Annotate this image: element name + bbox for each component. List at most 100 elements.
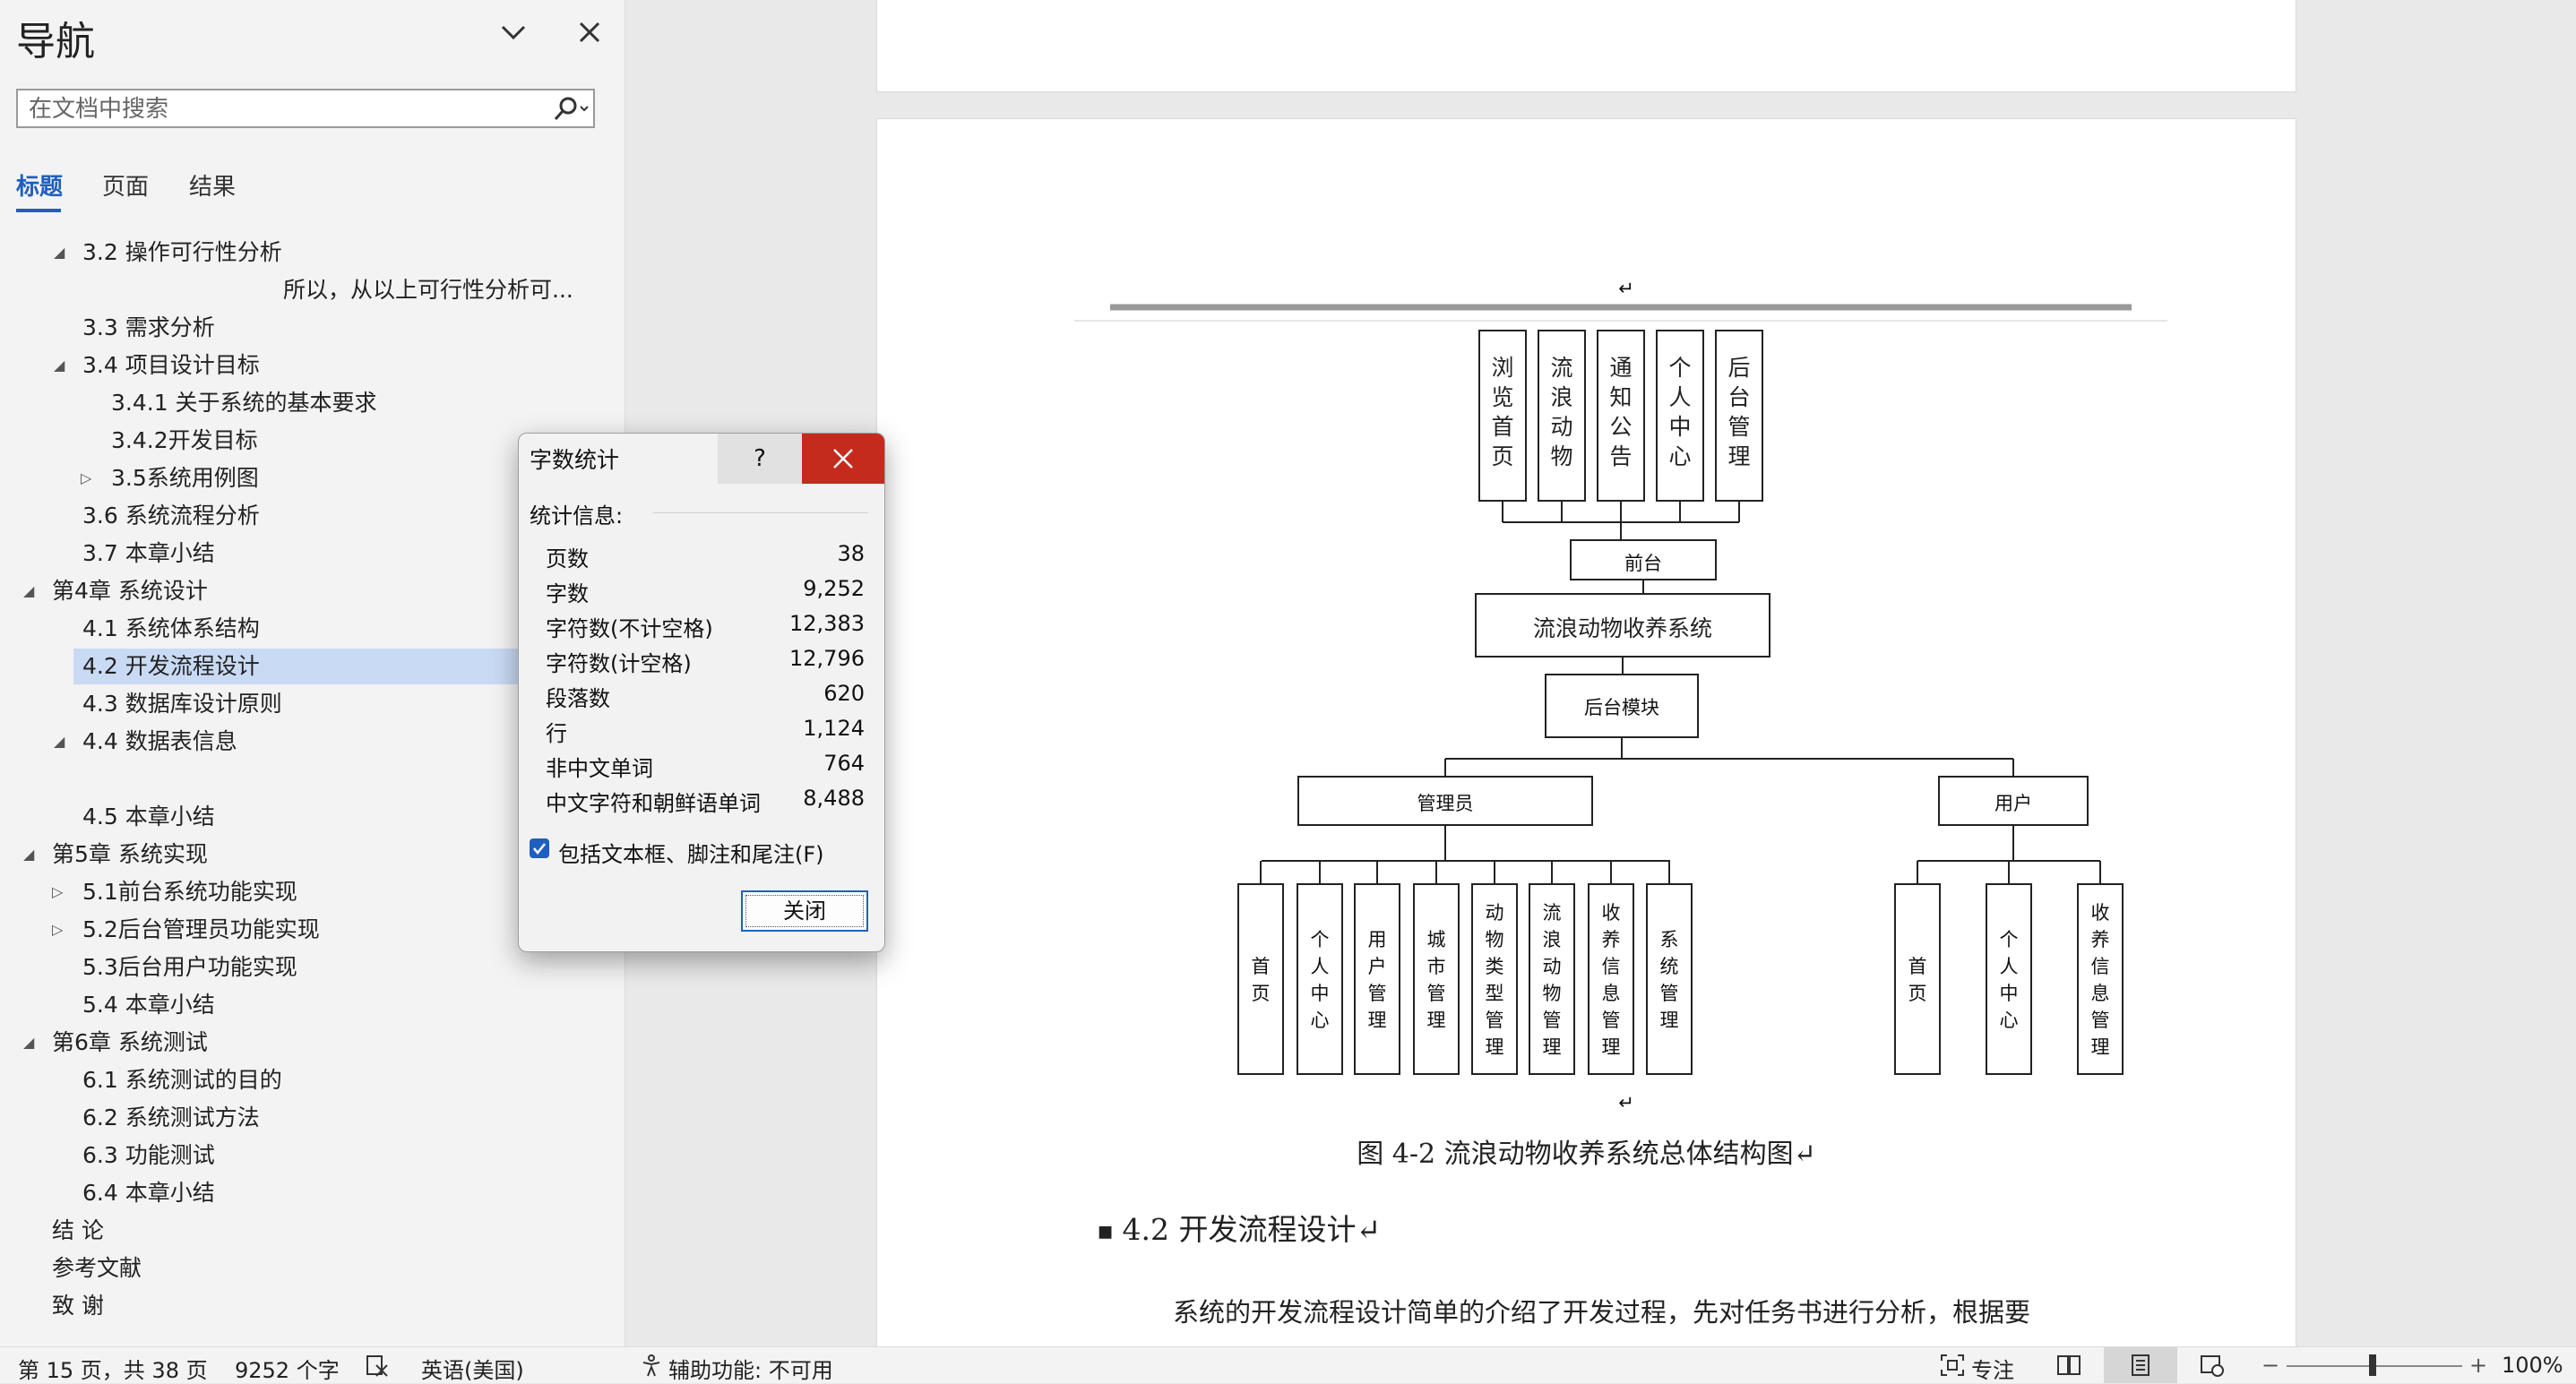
nav-heading-item[interactable]: 参考文献 — [52, 1255, 142, 1281]
web-layout-icon[interactable] — [2199, 1353, 2226, 1378]
admin-function-label: 收 — [1602, 902, 1621, 924]
nav-heading-item[interactable]: 4.1 系统体系结构 — [82, 615, 260, 641]
collapse-caret-icon[interactable]: ◢ — [23, 1034, 35, 1051]
admin-function-label: 管 — [1543, 1010, 1562, 1031]
nav-heading-item[interactable]: 第5章 系统实现 — [52, 841, 208, 867]
read-mode-icon[interactable] — [2055, 1353, 2082, 1378]
search-input[interactable] — [27, 90, 541, 128]
admin-function-label: 页 — [1252, 983, 1271, 1004]
include-textbox-checkbox[interactable] — [530, 838, 549, 858]
collapse-caret-icon[interactable]: ◢ — [54, 244, 65, 261]
collapse-caret-icon[interactable]: ◢ — [23, 846, 35, 863]
system-box — [1475, 593, 1770, 658]
nav-heading-item[interactable]: 3.3 需求分析 — [82, 314, 215, 340]
user-function-label: 人 — [2000, 956, 2019, 977]
expand-caret-icon[interactable]: ▷ — [52, 883, 64, 900]
user-function-label: 心 — [2000, 1010, 2019, 1031]
user-function-label: 首 — [1908, 956, 1927, 977]
zoom-level[interactable]: 100% — [2502, 1353, 2563, 1378]
paragraph-mark: ↵ — [1618, 1092, 1634, 1113]
figure-caption: 图 4-2 流浪动物收养系统总体结构图↵ — [1357, 1139, 1816, 1170]
user-function-label: 信 — [2091, 956, 2110, 977]
close-icon[interactable] — [573, 16, 606, 48]
nav-heading-item[interactable]: 5.4 本章小结 — [82, 992, 215, 1018]
user-function-label: 管 — [2091, 1010, 2110, 1031]
admin-function-label: 理 — [1602, 1036, 1621, 1058]
nav-heading-item[interactable]: 结 论 — [52, 1217, 104, 1243]
nav-heading-item[interactable]: 3.6 系统流程分析 — [82, 503, 260, 529]
backend-label: 后台模块 — [1584, 697, 1659, 718]
nav-heading-item[interactable]: 6.1 系统测试的目的 — [82, 1067, 282, 1093]
active-tab-indicator — [16, 209, 61, 212]
nav-heading-item[interactable]: 3.5系统用例图 — [111, 465, 259, 491]
nav-heading-item[interactable]: 3.4 项目设计目标 — [82, 352, 260, 378]
accessibility-icon[interactable] — [640, 1353, 667, 1378]
tab-pages[interactable]: 页面 — [102, 174, 150, 201]
nav-heading-item[interactable]: 5.3后台用户功能实现 — [82, 954, 297, 980]
top-module-label: 知 — [1609, 384, 1632, 410]
user-function-label: 中 — [2000, 983, 2019, 1004]
top-module-label: 浪 — [1550, 384, 1572, 410]
stat-label: 字数 — [546, 581, 589, 606]
search-icon[interactable] — [548, 94, 591, 125]
zoom-out-button[interactable]: − — [2262, 1353, 2280, 1378]
accessibility-indicator[interactable]: 辅助功能: 不可用 — [668, 1358, 833, 1383]
admin-function-label: 理 — [1368, 1010, 1387, 1031]
print-layout-icon[interactable] — [2127, 1353, 2154, 1378]
admin-function-label: 动 — [1486, 902, 1504, 924]
nav-heading-item[interactable]: 5.1前台系统功能实现 — [82, 879, 297, 905]
nav-heading-item[interactable]: 4.5 本章小结 — [82, 804, 215, 830]
admin-function-label: 用 — [1368, 929, 1387, 950]
expand-caret-icon[interactable]: ▷ — [81, 469, 92, 486]
focus-icon[interactable] — [1939, 1353, 1966, 1378]
nav-heading-item[interactable]: 3.7 本章小结 — [82, 540, 215, 566]
include-textbox-label[interactable]: 包括文本框、脚注和尾注(F) — [558, 842, 824, 867]
paragraph-mark: ↵ — [1618, 278, 1634, 299]
admin-function-box — [1529, 883, 1575, 1075]
stat-label: 页数 — [546, 546, 589, 572]
search-box[interactable] — [16, 89, 595, 128]
dialog-close-button[interactable] — [802, 434, 884, 484]
page-indicator[interactable]: 第 15 页，共 38 页 — [18, 1358, 208, 1383]
top-module-label: 管 — [1727, 414, 1750, 440]
tab-results[interactable]: 结果 — [189, 174, 237, 201]
user-label: 用户 — [1994, 793, 2032, 814]
chevron-down-icon[interactable] — [497, 16, 530, 48]
admin-function-box — [1237, 883, 1284, 1075]
top-module-label: 页 — [1491, 443, 1513, 469]
word-count-indicator[interactable]: 9252 个字 — [235, 1358, 340, 1383]
nav-heading-item[interactable]: 6.2 系统测试方法 — [82, 1105, 260, 1130]
top-module-label: 告 — [1609, 443, 1632, 469]
expand-caret-icon[interactable]: ▷ — [52, 921, 64, 938]
nav-heading-item[interactable]: 6.4 本章小结 — [82, 1180, 215, 1206]
help-button[interactable]: ? — [718, 434, 802, 484]
nav-heading-item[interactable]: 3.4.2开发目标 — [111, 427, 258, 453]
top-module-label: 览 — [1491, 384, 1513, 410]
admin-function-label: 理 — [1543, 1036, 1562, 1058]
nav-heading-item[interactable]: 第4章 系统设计 — [52, 578, 208, 604]
admin-function-box — [1297, 883, 1343, 1075]
tab-headings[interactable]: 标题 — [16, 174, 64, 201]
collapse-caret-icon[interactable]: ◢ — [54, 357, 65, 374]
nav-heading-item[interactable]: 第6章 系统测试 — [52, 1029, 208, 1055]
close-button[interactable]: 关闭 — [741, 890, 868, 932]
nav-heading-item[interactable]: 致 谢 — [52, 1293, 104, 1319]
top-module-box — [1715, 330, 1763, 502]
nav-heading-item[interactable]: 3.2 操作可行性分析 — [82, 239, 282, 265]
collapse-caret-icon[interactable]: ◢ — [23, 582, 35, 599]
nav-heading-item[interactable]: 4.4 数据表信息 — [82, 728, 237, 754]
focus-mode-button[interactable]: 专注 — [1971, 1358, 2014, 1383]
nav-heading-item[interactable]: 所以，从以上可行性分析可... — [283, 277, 573, 303]
nav-heading-item[interactable]: 3.4.1 关于系统的基本要求 — [111, 390, 377, 416]
proofing-icon[interactable] — [364, 1353, 391, 1378]
nav-heading-item[interactable]: 6.3 功能测试 — [82, 1142, 215, 1168]
collapse-caret-icon[interactable]: ◢ — [54, 733, 65, 750]
language-indicator[interactable]: 英语(美国) — [421, 1358, 524, 1383]
user-function-label: 页 — [1908, 983, 1927, 1004]
zoom-in-button[interactable]: + — [2469, 1353, 2488, 1378]
zoom-slider-thumb[interactable] — [2369, 1354, 2376, 1376]
nav-heading-item[interactable]: 4.3 数据库设计原则 — [82, 691, 282, 717]
nav-heading-item[interactable]: 5.2后台管理员功能实现 — [82, 916, 320, 942]
